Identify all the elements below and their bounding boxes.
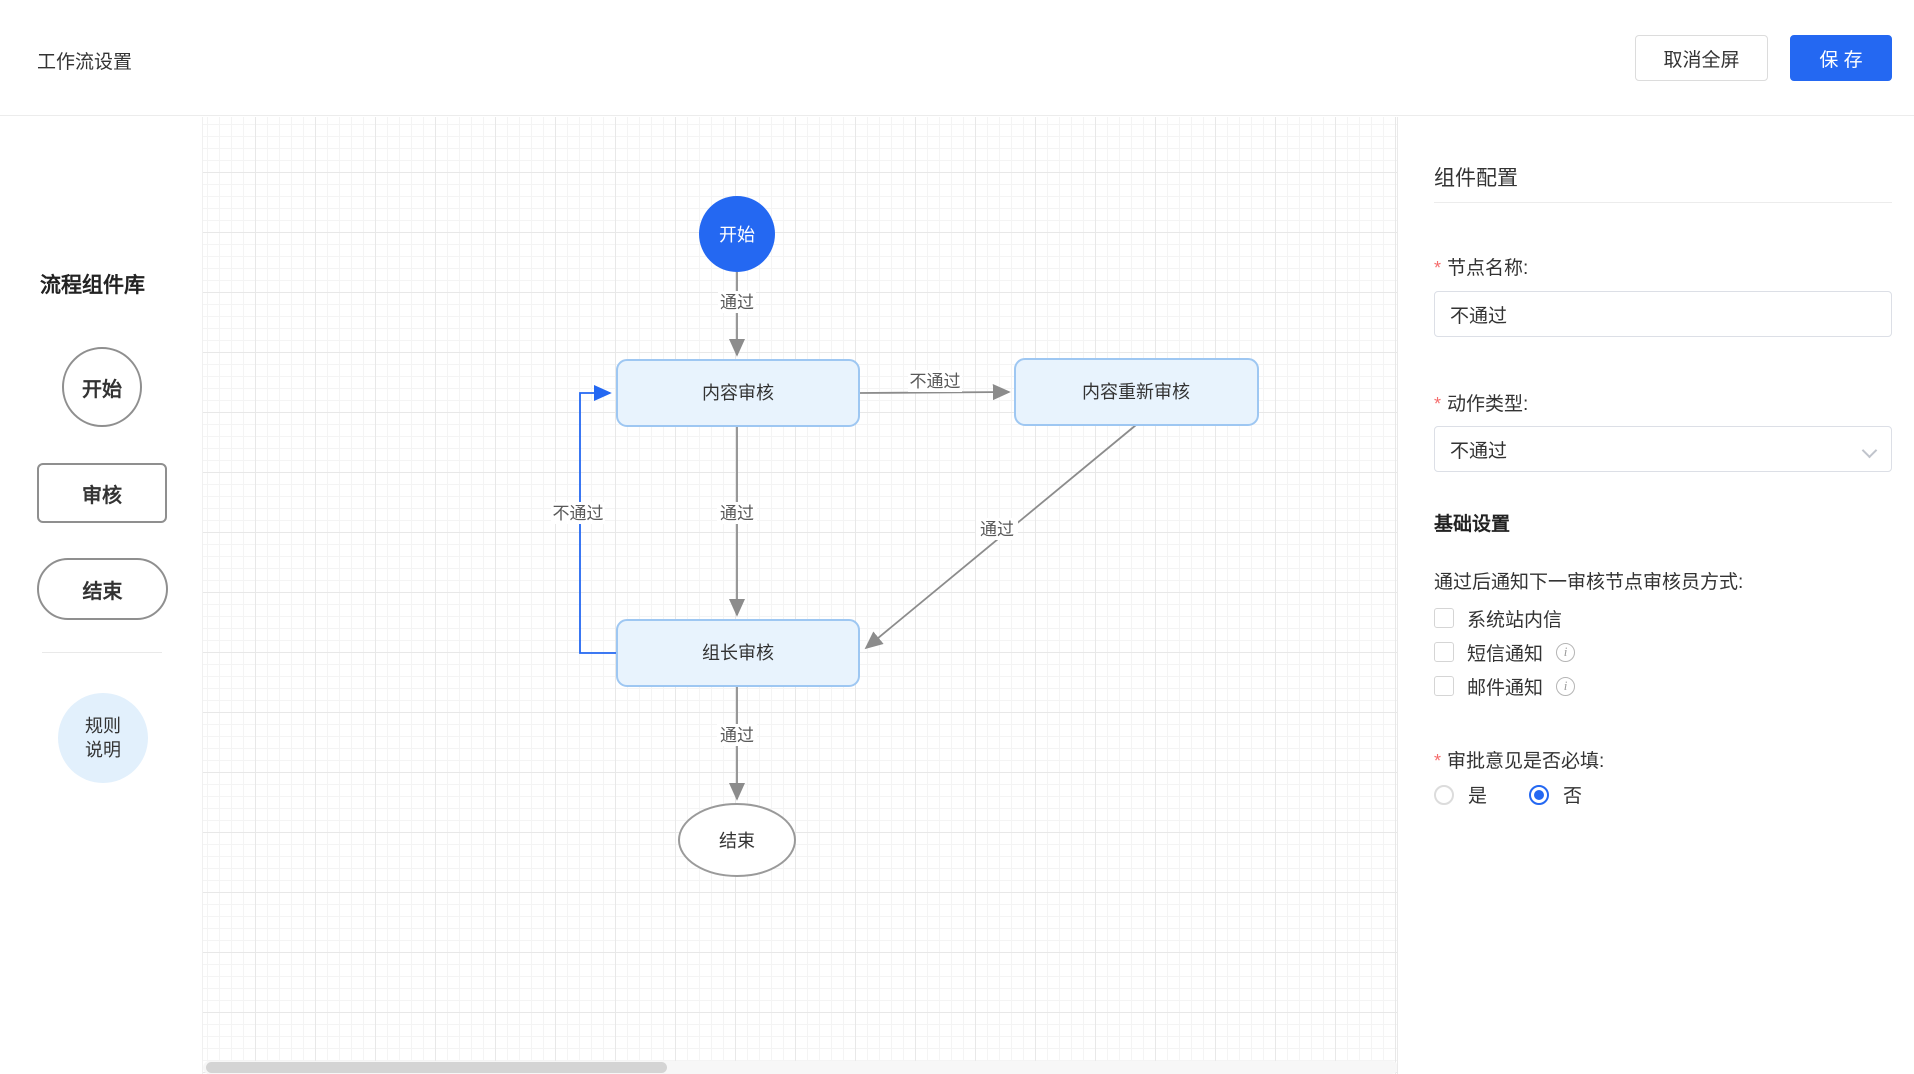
notify-option-email: 邮件通知 i <box>1434 672 1576 700</box>
sms-checkbox[interactable] <box>1434 642 1454 662</box>
palette-title: 流程组件库 <box>40 274 145 297</box>
edge-label: 不通过 <box>553 504 604 523</box>
node-label: 结束 <box>719 831 755 851</box>
system-message-checkbox[interactable] <box>1434 608 1454 628</box>
node-label: 组长审核 <box>702 643 774 663</box>
palette-item-start[interactable]: 开始 <box>62 347 142 427</box>
page-title: 工作流设置 <box>37 52 133 73</box>
node-name-value: 不通过 <box>1450 305 1508 327</box>
top-header: 工作流设置 取消全屏 保 存 <box>0 0 1914 116</box>
horizontal-scrollbar-thumb[interactable] <box>206 1062 667 1073</box>
approval-required-label: *审批意见是否必填: <box>1434 751 1605 772</box>
required-mark: * <box>1434 751 1442 771</box>
edge-leader-back-to-content-review[interactable]: 不通过 <box>551 384 617 654</box>
info-icon[interactable]: i <box>1556 676 1576 696</box>
email-checkbox[interactable] <box>1434 676 1454 696</box>
palette-divider <box>42 652 162 653</box>
radio-yes-label: 是 <box>1468 786 1488 807</box>
notify-option-system-message: 系统站内信 <box>1434 604 1562 632</box>
notify-method-label: 通过后通知下一审核节点审核员方式: <box>1434 572 1744 593</box>
node-label: 开始 <box>719 225 755 245</box>
checkbox-label: 短信通知 <box>1467 643 1544 665</box>
node-label: 内容重新审核 <box>1082 382 1190 402</box>
edge-leader-to-end[interactable]: 通过 <box>717 686 757 801</box>
save-button[interactable]: 保 存 <box>1790 35 1892 81</box>
required-mark: * <box>1434 394 1442 414</box>
action-type-label: *动作类型: <box>1434 394 1529 415</box>
edge-content-review-to-rereview[interactable]: 不通过 <box>858 370 1011 401</box>
checkbox-label: 系统站内信 <box>1467 609 1563 631</box>
rules-label-line1: 规则 <box>85 716 121 736</box>
config-panel-divider <box>1434 202 1892 203</box>
required-mark: * <box>1434 258 1442 278</box>
edge-label: 通过 <box>720 504 754 523</box>
edge-content-review-to-leader[interactable]: 通过 <box>717 426 757 617</box>
node-content-review[interactable]: 内容审核 <box>616 359 860 427</box>
component-palette: 流程组件库 开始 审核 结束 规则 说明 <box>0 117 202 1074</box>
notify-option-sms: 短信通知 i <box>1434 638 1576 666</box>
edge-rereview-to-leader[interactable]: 通过 <box>864 424 1137 650</box>
edge-label: 通过 <box>720 293 754 312</box>
flow-diagram: 通过 不通过 通过 通过 不通过 <box>551 196 1259 877</box>
edge-label: 通过 <box>980 520 1014 539</box>
action-type-value: 不通过 <box>1450 440 1508 462</box>
node-name-label: *节点名称: <box>1434 258 1529 279</box>
node-content-rereview[interactable]: 内容重新审核 <box>1014 358 1259 426</box>
cancel-fullscreen-button[interactable]: 取消全屏 <box>1635 35 1768 81</box>
palette-item-end[interactable]: 结束 <box>37 558 168 620</box>
checkbox-label: 邮件通知 <box>1467 677 1544 699</box>
node-name-input[interactable]: 不通过 <box>1434 291 1892 337</box>
approval-required-radios: 是 否 <box>1434 781 1582 808</box>
edge-label: 通过 <box>720 726 754 745</box>
rules-label-line2: 说明 <box>85 740 121 760</box>
palette-item-review[interactable]: 审核 <box>37 463 167 523</box>
radio-no-label: 否 <box>1563 786 1583 807</box>
radio-yes[interactable] <box>1434 784 1454 805</box>
basic-settings-title: 基础设置 <box>1434 514 1511 535</box>
chevron-down-icon <box>1861 442 1878 459</box>
node-start[interactable]: 开始 <box>699 196 775 272</box>
edge-start-to-content-review[interactable]: 通过 <box>718 272 756 357</box>
edge-label: 不通过 <box>910 372 961 391</box>
action-type-select[interactable]: 不通过 <box>1434 426 1892 472</box>
config-panel-title: 组件配置 <box>1434 167 1518 190</box>
config-panel: 组件配置 *节点名称: 不通过 *动作类型: 不通过 基础设置 通过后通知下一审… <box>1397 117 1914 1074</box>
rules-help-button[interactable]: 规则 说明 <box>58 693 148 783</box>
info-icon[interactable]: i <box>1556 642 1576 662</box>
horizontal-scrollbar[interactable] <box>203 1061 1398 1074</box>
flow-canvas[interactable]: 通过 不通过 通过 通过 不通过 <box>202 117 1398 1074</box>
node-leader-review[interactable]: 组长审核 <box>616 619 860 687</box>
node-end[interactable]: 结束 <box>678 803 796 877</box>
node-label: 内容审核 <box>702 383 774 403</box>
radio-no[interactable] <box>1529 784 1550 805</box>
